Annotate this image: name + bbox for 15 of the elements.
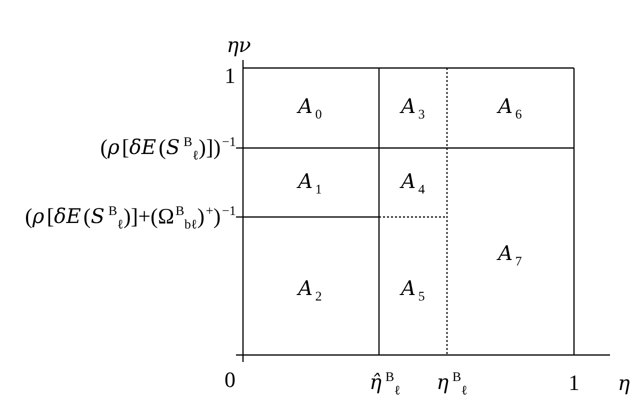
region-label: A$_{5}$ bbox=[401, 277, 425, 303]
region-label: A$_{7}$ bbox=[498, 242, 522, 268]
region-label: A$_{3}$ bbox=[401, 95, 425, 121]
region-label: A$_{2}$ bbox=[298, 277, 322, 303]
region-label: A$_{6}$ bbox=[498, 95, 522, 121]
tick-label: (ρ[δE(S$^{B}$$_{ℓ}$)]+(Ω$^{B}$$_{bℓ}$)$^{+}$)$^{−1}$ bbox=[25, 204, 236, 230]
tick-label: 1 bbox=[224, 65, 236, 87]
region-label: A$_{0}$ bbox=[298, 95, 322, 121]
tick-label: (ρ[δE(S$^{B}$$_{ℓ}$)])$^{−1}$ bbox=[100, 134, 236, 162]
tick-label: 1 bbox=[568, 372, 580, 394]
tick-label: 0 bbox=[224, 369, 236, 391]
region-label: A$_{1}$ bbox=[298, 170, 322, 196]
axis-label: η bbox=[618, 372, 631, 394]
axis-label: ην bbox=[226, 34, 252, 56]
region-label: A$_{4}$ bbox=[401, 170, 425, 196]
